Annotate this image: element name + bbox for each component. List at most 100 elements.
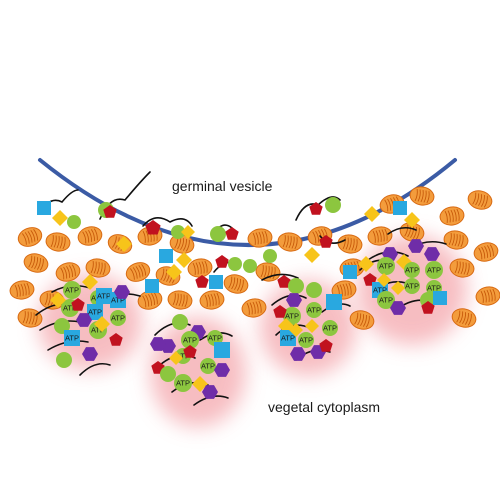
- red-pentagon-icon: [273, 305, 287, 318]
- atp-green-circle-icon: ATP: [63, 281, 81, 299]
- atp-green-circle-icon: ATP: [404, 278, 420, 294]
- red-pentagon-icon: [319, 235, 333, 248]
- atp-label: ATP: [285, 312, 299, 321]
- atp-label: ATP: [427, 284, 441, 293]
- atp-green-circle-icon: ATP: [298, 332, 314, 348]
- purple-hexagon-icon: [390, 301, 406, 315]
- red-pentagon-icon: [215, 255, 229, 268]
- mitochondrion-icon: [337, 234, 363, 254]
- atp-label: ATP: [299, 336, 313, 345]
- red-pentagon-icon: [71, 298, 85, 311]
- mitochondrion-icon: [451, 308, 477, 328]
- atp-green-circle-icon: ATP: [404, 262, 420, 278]
- yellow-diamond-icon: [181, 225, 195, 239]
- yellow-diamond-icon: [377, 273, 391, 287]
- atp-green-circle-icon: ATP: [174, 374, 192, 392]
- atp-label: ATP: [183, 336, 197, 345]
- mitochondrion-icon: [449, 258, 475, 278]
- red-pentagon-icon: [309, 202, 323, 215]
- rna-strand-icon: [261, 273, 299, 281]
- mitochondrion-icon: [17, 227, 43, 247]
- purple-hexagon-icon: [286, 293, 302, 307]
- mitochondrion-icon: [77, 226, 103, 246]
- yellow-diamond-icon: [358, 256, 374, 272]
- blue-protein-icon: [214, 342, 230, 358]
- green-protein-icon: [172, 314, 188, 330]
- mitochondrion-icon: [439, 206, 465, 226]
- red-pentagon-icon: [225, 227, 239, 240]
- blue-protein-icon: [433, 291, 447, 305]
- green-protein-icon: [288, 278, 304, 294]
- yellow-diamond-icon: [94, 316, 110, 332]
- yellow-diamond-icon: [404, 212, 420, 228]
- purple-hexagon-icon: [150, 337, 166, 351]
- green-protein-icon: [306, 282, 322, 298]
- purple-hexagon-icon: [76, 313, 92, 327]
- vegetal-cytoplasm-label: vegetal cytoplasm: [268, 399, 380, 415]
- mitochondria: [9, 186, 500, 330]
- green-protein-icon: [263, 249, 277, 263]
- atp-label: ATP: [379, 262, 393, 271]
- purple-hexagon-icon: [202, 385, 218, 399]
- mitochondrion-icon: [255, 262, 281, 282]
- atp-green-circle-icon: ATP: [425, 261, 443, 279]
- atp-blue-square-icon: ATP: [64, 330, 80, 346]
- atp-label: ATP: [91, 326, 105, 335]
- purple-hexagon-icon: [82, 347, 98, 361]
- atp-green-circle-icon: ATP: [377, 291, 395, 309]
- atp-label: ATP: [63, 304, 77, 313]
- red-pentagon-icon: [421, 301, 435, 314]
- atp-green-circle-icon: ATP: [377, 257, 395, 275]
- atp-green-circle-icon: ATP: [200, 358, 216, 374]
- mitochondrion-icon: [241, 298, 267, 318]
- mitochondrion-icon: [349, 310, 375, 330]
- atp-label: ATP: [405, 282, 419, 291]
- atp-blue-square-icon: ATP: [280, 330, 296, 346]
- mitochondrion-icon: [409, 186, 435, 206]
- atp-label: ATP: [208, 334, 222, 343]
- purple-hexagon-icon: [408, 239, 424, 253]
- atp-label: ATP: [176, 379, 190, 388]
- purple-hexagon-icon: [114, 285, 130, 299]
- green-protein-icon: [325, 197, 341, 213]
- yellow-diamond-icon: [116, 236, 132, 252]
- atp-label: ATP: [97, 292, 111, 301]
- yellow-diamond-icon: [52, 210, 68, 226]
- atp-green-circle-icon: ATP: [181, 331, 199, 349]
- rna-strand-icon: [142, 217, 193, 227]
- yellow-diamond-icon: [289, 323, 303, 337]
- blue-protein-icon: [326, 294, 342, 310]
- mitochondrion-icon: [247, 228, 273, 248]
- green-protein-icon: [67, 215, 81, 229]
- red-pentagon-icon: [145, 220, 161, 235]
- purple-hexagon-icon: [424, 247, 440, 261]
- mitochondrion-icon: [367, 226, 393, 246]
- red-pentagon-icon: [109, 333, 123, 346]
- atp-label: ATP: [201, 362, 215, 371]
- yellow-diamond-icon: [192, 376, 208, 392]
- green-protein-icon: [56, 352, 72, 368]
- mitochondrion-icon: [85, 258, 111, 278]
- mitochondrion-icon: [277, 232, 303, 252]
- red-pentagon-icon: [277, 275, 291, 288]
- green-protein-icon: [243, 259, 257, 273]
- mitochondrion-icon: [137, 290, 163, 310]
- blue-protein-icon: [393, 201, 407, 215]
- blue-protein-icon: [209, 275, 223, 289]
- mitochondrion-icon: [23, 253, 49, 273]
- blue-protein-icon: [37, 201, 51, 215]
- atp-label: ATP: [111, 314, 125, 323]
- mitochondrion-icon: [467, 190, 493, 210]
- green-protein-icon: [210, 226, 226, 242]
- blue-protein-icon: [159, 249, 173, 263]
- yellow-diamond-icon: [304, 247, 320, 263]
- atp-label: ATP: [427, 266, 441, 275]
- mitochondrion-icon: [169, 234, 195, 254]
- germinal-vesicle-label: germinal vesicle: [172, 178, 273, 194]
- yellow-diamond-icon: [169, 351, 183, 365]
- yellow-diamond-icon: [82, 274, 98, 290]
- mitochondrion-icon: [187, 258, 213, 278]
- mitochondrion-icon: [167, 290, 193, 310]
